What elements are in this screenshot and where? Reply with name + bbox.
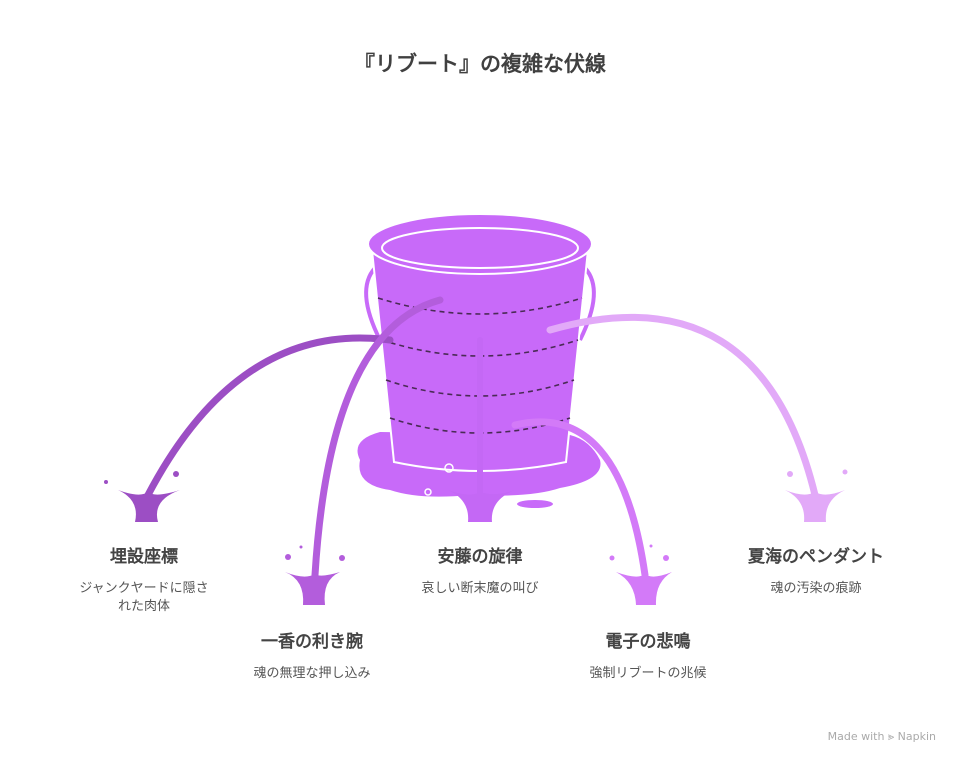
bucket-opening (381, 227, 579, 269)
puddle-drop (517, 500, 553, 508)
item-description: ジャンクヤードに隠された肉体 (79, 581, 209, 614)
item-2: 一香の利き腕 魂の無理な押し込み (227, 631, 397, 683)
stream-4 (511, 418, 649, 579)
bubble (444, 463, 454, 473)
item-description: 魂の汚染の痕跡 (770, 581, 862, 596)
item-description: 哀しい断末魔の叫び (421, 581, 539, 596)
splash-3 (448, 490, 515, 522)
item-heading: 電子の悲鳴 (605, 632, 691, 652)
stream-5 (546, 313, 819, 499)
bubble (424, 488, 432, 496)
item-5: 夏海のペンダント 魂の汚染の痕跡 (731, 546, 901, 598)
splash-2 (285, 545, 345, 605)
item-heading: 安藤の旋律 (437, 547, 523, 567)
item-heading: 夏海のペンダント (748, 547, 884, 567)
diagram-title: 『リブート』の複雑な伏線 (354, 52, 606, 76)
item-1: 埋設座標 ジャンクヤードに隠された肉体 (59, 546, 229, 616)
item-4: 電子の悲鳴 強制リブートの兆候 (563, 631, 733, 683)
splash-5 (785, 469, 848, 522)
stream-2 (311, 296, 444, 579)
item-3: 安藤の旋律 哀しい断末魔の叫び (395, 546, 565, 598)
item-description: 強制リブートの兆候 (589, 666, 707, 681)
stream-1 (144, 334, 394, 499)
item-heading: 一香の利き腕 (261, 632, 363, 652)
item-heading: 埋設座標 (110, 547, 178, 567)
napkin-credit[interactable]: Made with ⪢ Napkin (827, 730, 936, 743)
splash-4 (609, 544, 672, 605)
item-description: 魂の無理な押し込み (253, 666, 371, 681)
bucket-handle-right (578, 266, 596, 341)
bucket-handle-left (364, 266, 382, 341)
splash-1 (104, 471, 180, 522)
